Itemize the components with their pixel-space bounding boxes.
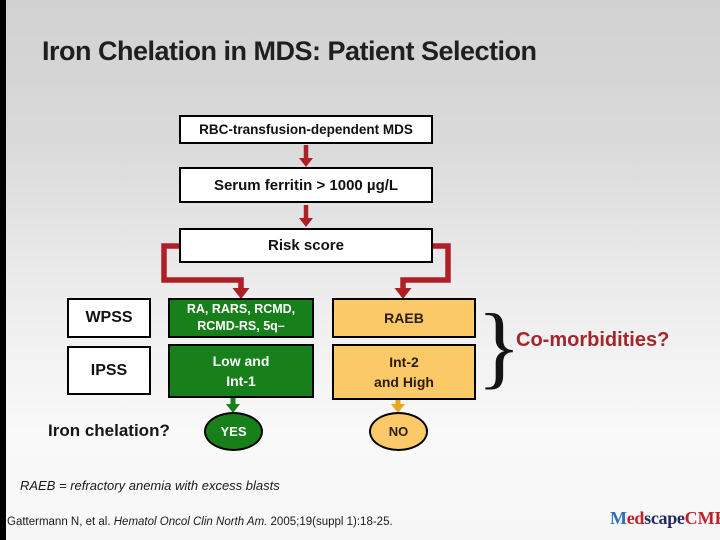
node-ipss-low-risk-line2: Int-1 (226, 373, 256, 389)
node-wpss-low-risk-line2: RCMD-RS, 5q– (197, 319, 285, 333)
label-wpss: WPSS (67, 298, 151, 338)
citation-authors: Gattermann N, et al. (7, 516, 114, 528)
node-rbc-transfusion-mds: RBC-transfusion-dependent MDS (179, 115, 433, 144)
node-yes: YES (204, 412, 263, 451)
label-iron-chelation-question: Iron chelation? (48, 421, 170, 440)
node-ipss-high-risk-line1: Int-2 (389, 353, 419, 370)
label-comorbidities: Co-morbidities? (516, 329, 670, 351)
label-ipss: IPSS (67, 346, 151, 395)
logo-scape: scape (644, 508, 685, 528)
left-edge-bar (0, 0, 6, 540)
logo-cme: CME (684, 508, 720, 528)
node-serum-ferritin: Serum ferritin > 1000 µg/L (179, 167, 433, 203)
arrow-rbc-to-ferritin-icon (299, 145, 313, 167)
node-wpss-low-risk: RA, RARS, RCMD, RCMD-RS, 5q– (168, 298, 314, 338)
node-ipss-low-risk-line1: Low and (212, 352, 270, 369)
curly-brace-icon: } (477, 295, 522, 397)
logo-ed: ed (626, 508, 645, 528)
node-ipss-high-risk: Int-2 and High (332, 344, 476, 400)
citation-journal: Hematol Oncol Clin North Am. (113, 516, 268, 528)
node-ipss-low-risk: Low and Int-1 (168, 344, 314, 398)
node-ipss-high-risk-line2: and High (374, 374, 434, 390)
arrow-ferritin-to-risk-icon (299, 205, 313, 227)
slide-title: Iron Chelation in MDS: Patient Selection (42, 36, 537, 66)
citation-issue: 2005;19(suppl 1):18-25. (267, 516, 393, 528)
node-wpss-high-risk: RAEB (332, 298, 476, 338)
node-risk-score: Risk score (179, 228, 433, 263)
logo-m: M (610, 508, 627, 528)
arrow-green-to-yes-icon (226, 397, 240, 413)
arrow-orange-to-no-icon (391, 399, 405, 413)
node-no: NO (369, 412, 428, 451)
footnote-raeb-definition: RAEB = refractory anemia with excess bla… (20, 478, 280, 493)
node-wpss-low-risk-line1: RA, RARS, RCMD, (186, 302, 296, 317)
citation: Gattermann N, et al. Hematol Oncol Clin … (7, 516, 393, 528)
medscape-cme-logo: MedscapeCME™ (610, 508, 720, 529)
